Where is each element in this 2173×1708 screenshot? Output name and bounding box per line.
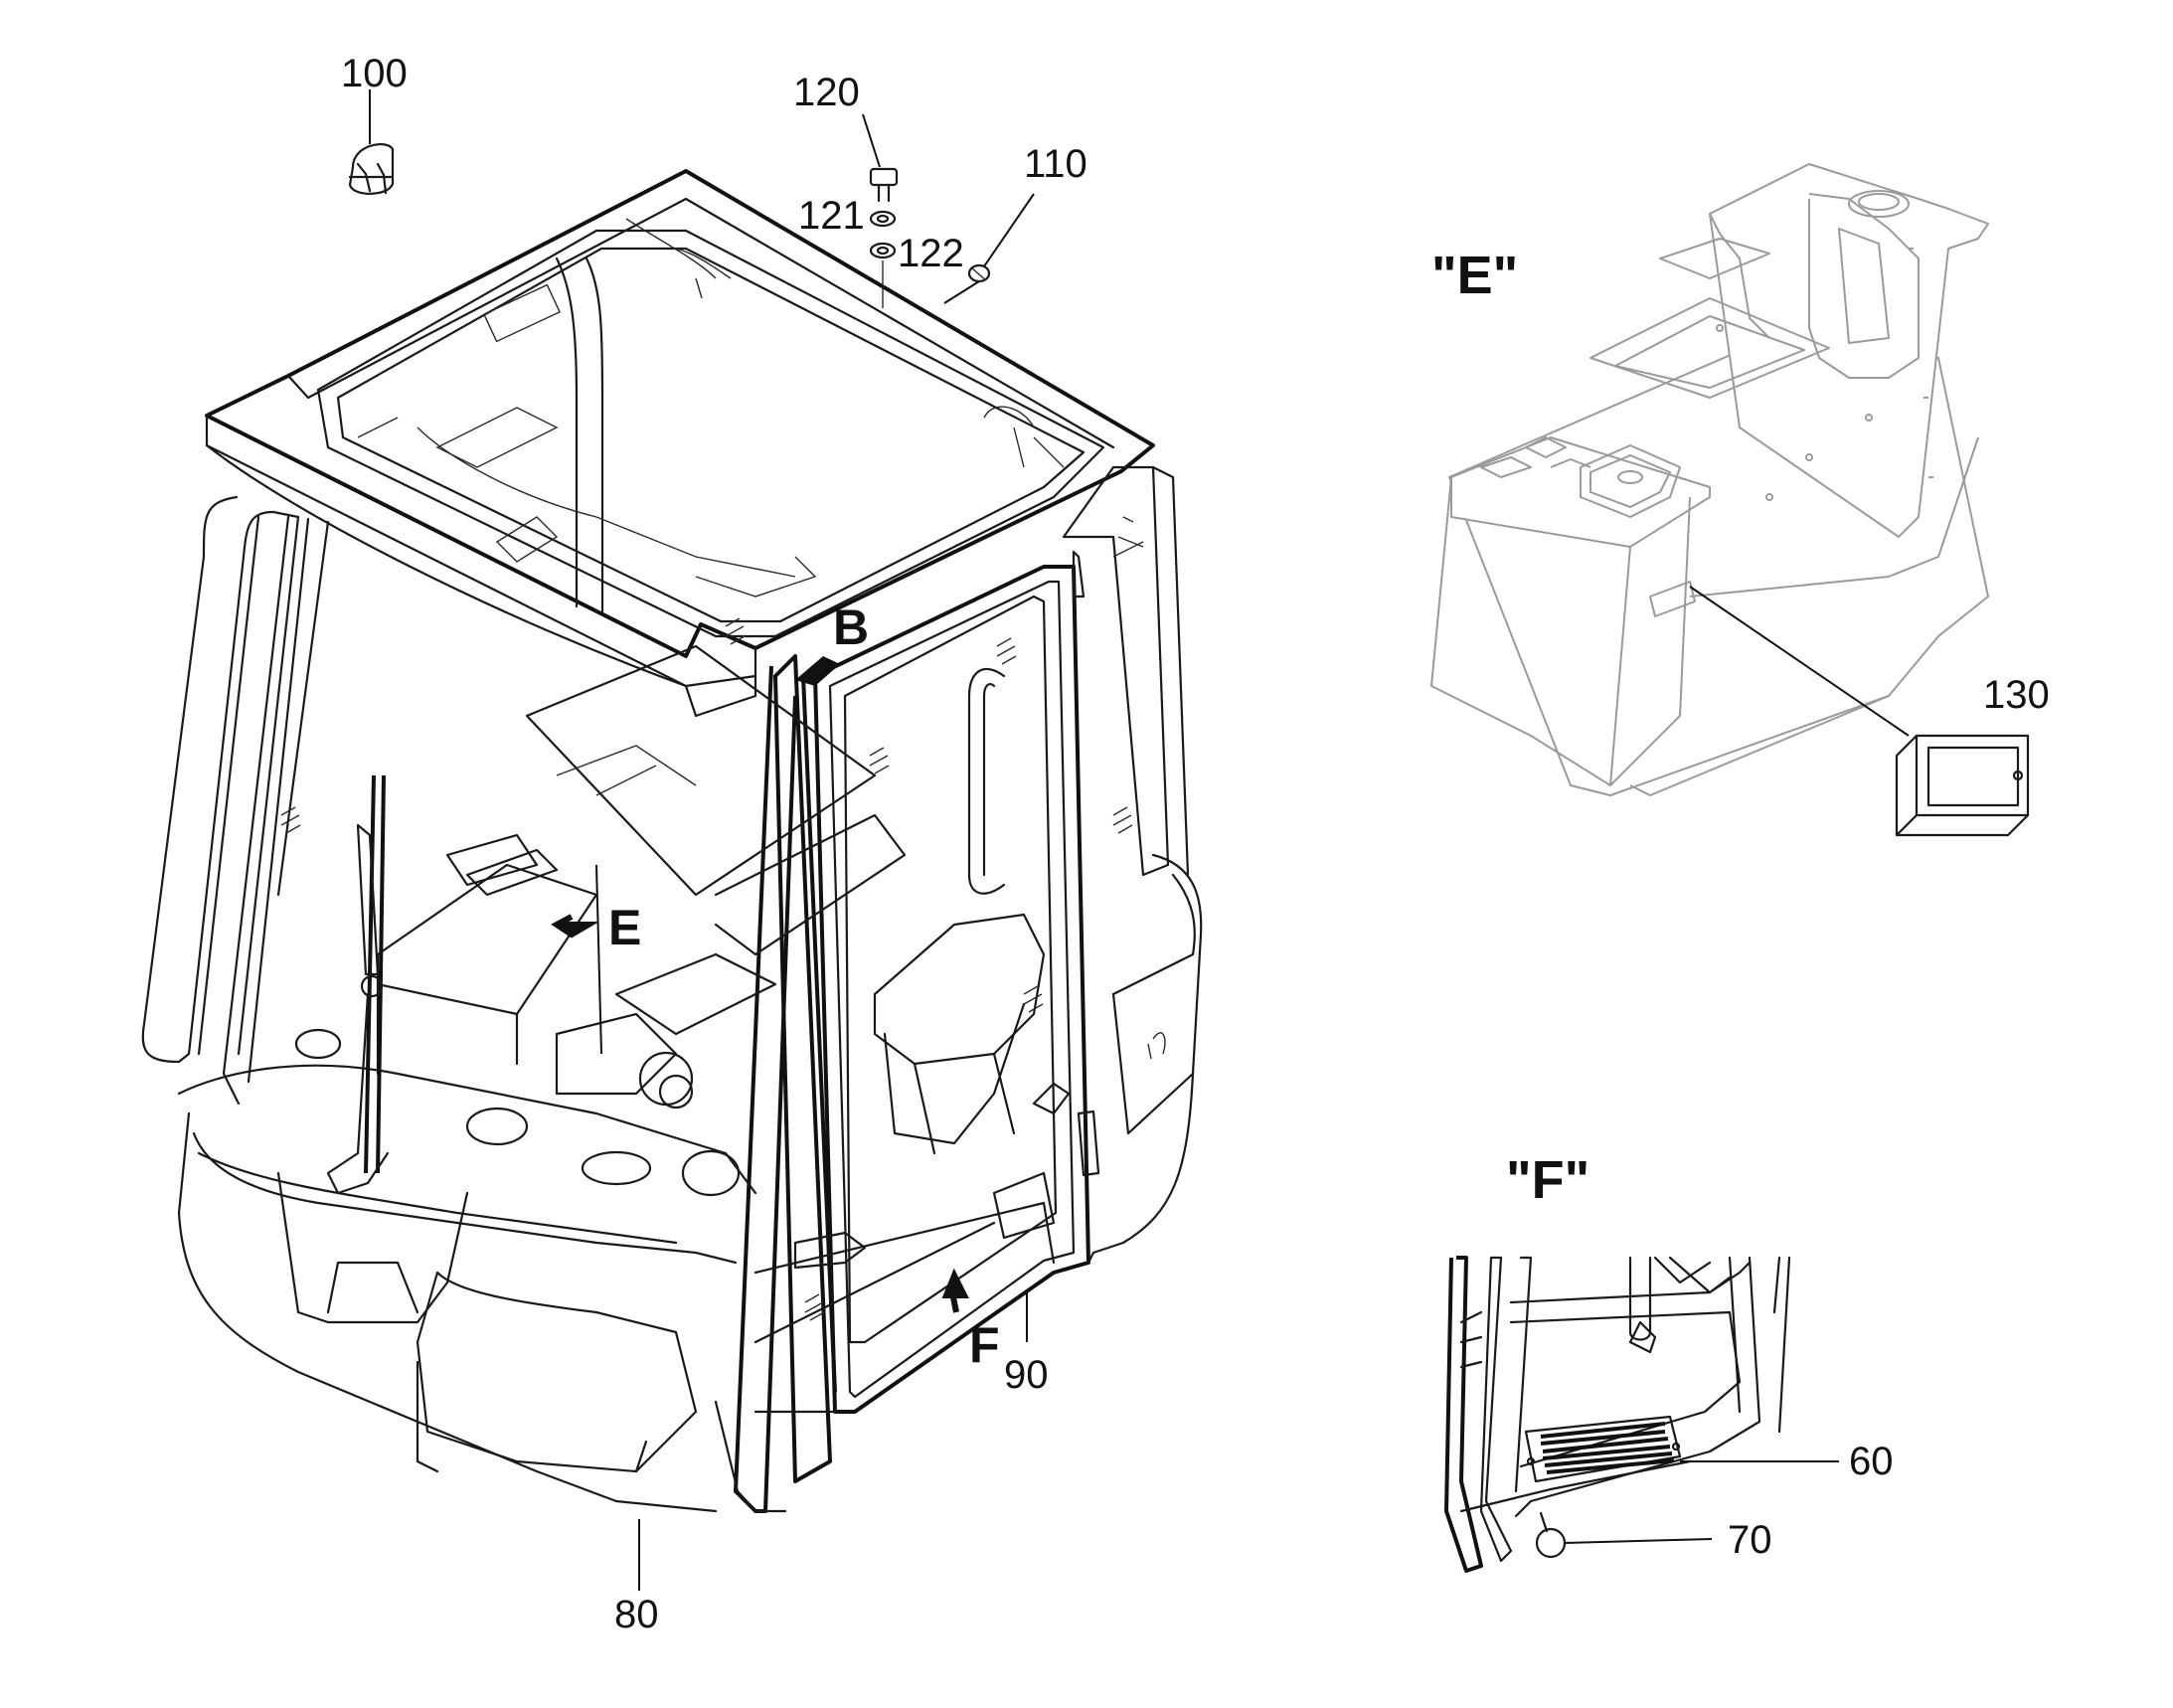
cab-assembly — [141, 169, 1203, 1513]
leader-110 — [983, 193, 1035, 267]
view-title-f: "F" — [1506, 1150, 1589, 1210]
part-60-grille — [1524, 1415, 1682, 1483]
glass-hatching — [280, 617, 1133, 1321]
label-130: 130 — [1983, 673, 2050, 717]
ref-b: B — [833, 599, 869, 655]
ref-e: E — [608, 900, 641, 955]
detail-view-f — [1444, 1256, 1791, 1573]
part-122-washer — [869, 242, 897, 259]
leader-70 — [1564, 1538, 1713, 1544]
label-100: 100 — [341, 52, 408, 95]
view-e-arrow — [551, 914, 600, 939]
label-90: 90 — [1004, 1353, 1049, 1397]
leader-130-to-slot — [1689, 586, 1910, 737]
view-b-arrow — [795, 656, 840, 686]
label-122: 122 — [898, 232, 964, 275]
ref-f: F — [969, 1317, 1000, 1373]
part-110-nut — [967, 263, 991, 283]
part-130-cover — [1895, 734, 2030, 837]
part-120-bolt — [869, 167, 899, 203]
view-f-arrow — [941, 1268, 969, 1313]
part-100-cap-nut — [348, 143, 395, 195]
part-121-washer — [869, 210, 897, 228]
label-70: 70 — [1728, 1518, 1772, 1562]
leader-110-b — [943, 280, 980, 304]
label-120: 120 — [793, 71, 860, 114]
leader-120 — [862, 113, 881, 168]
detail-view-e — [1430, 163, 1989, 796]
label-80: 80 — [614, 1593, 659, 1636]
label-60: 60 — [1849, 1440, 1894, 1483]
leader-e-ref — [595, 864, 602, 1055]
label-121: 121 — [798, 194, 865, 238]
view-title-e: "E" — [1431, 246, 1518, 305]
label-110: 110 — [1024, 142, 1087, 186]
part-70-plug — [1535, 1511, 1567, 1559]
